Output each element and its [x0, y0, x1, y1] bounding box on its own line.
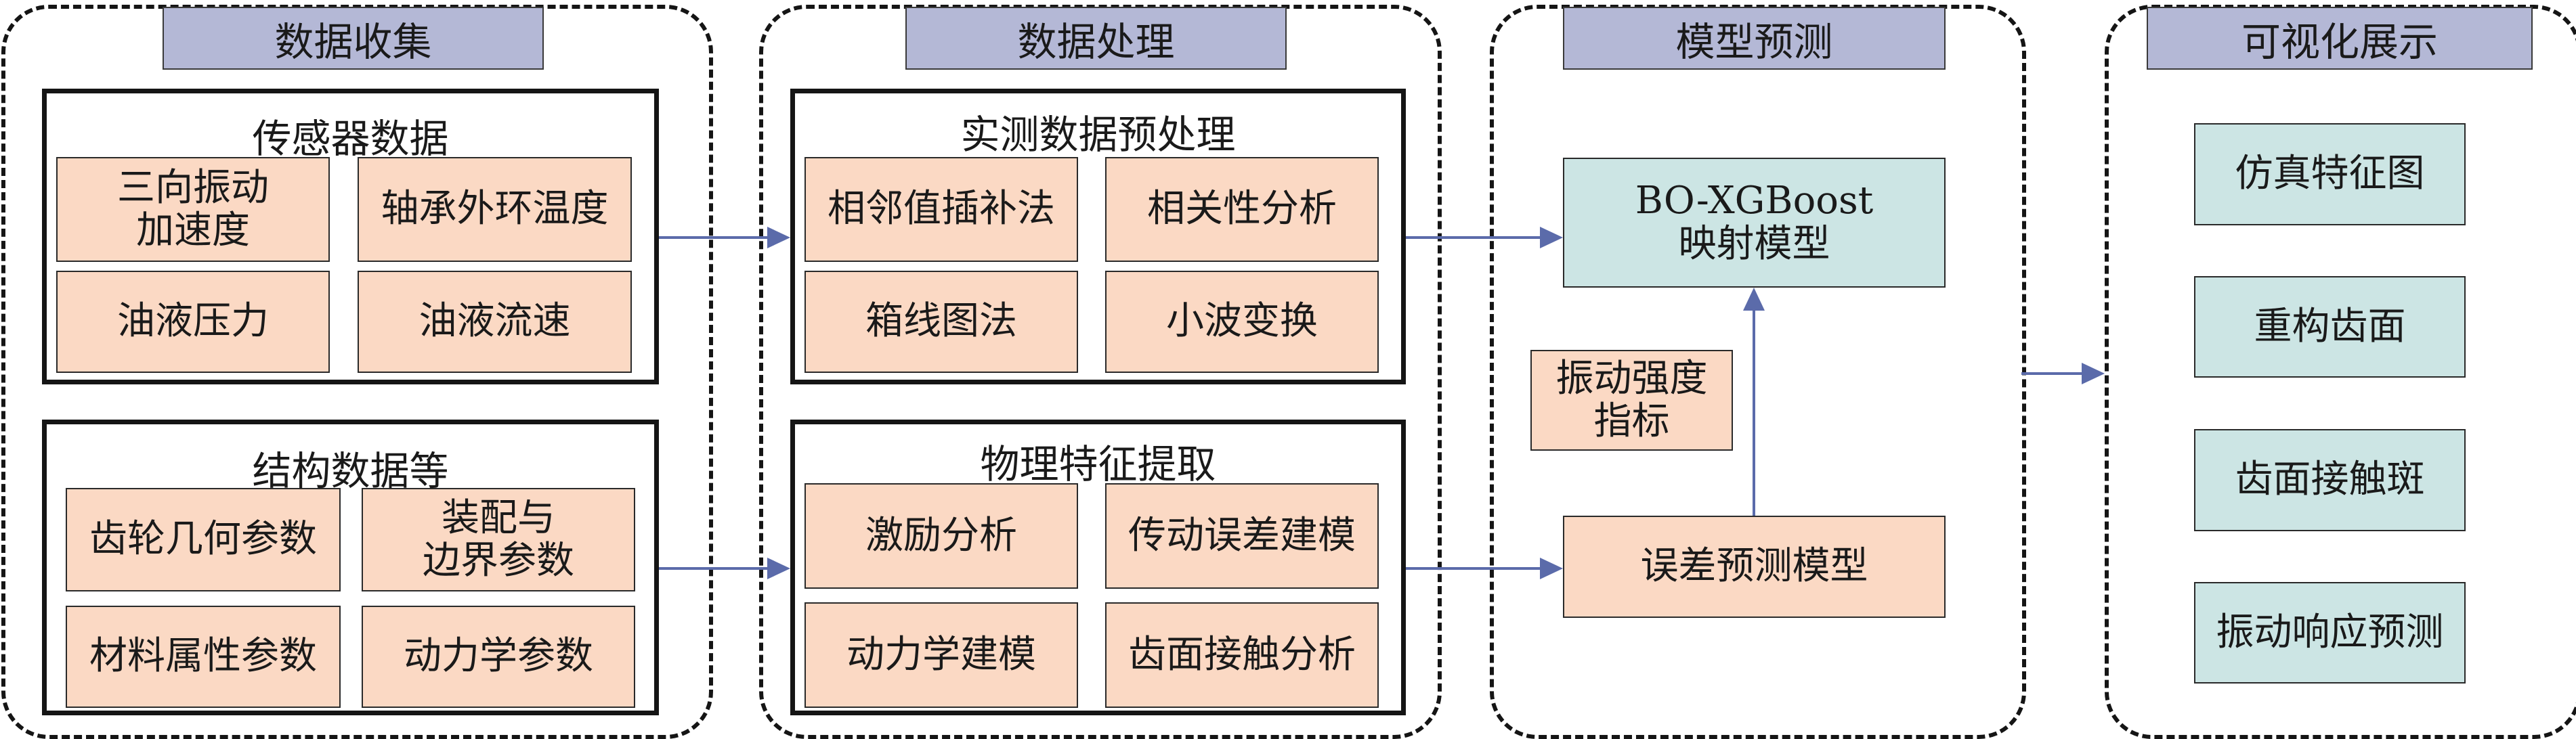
arrow-head-icon	[2082, 363, 2105, 384]
bo-xgboost-mapping-model: BO-XGBoost 映射模型	[1563, 158, 1946, 288]
group-title: 物理特征提取	[980, 441, 1216, 487]
item-bearing-temperature: 轴承外环温度	[358, 157, 632, 262]
item-correlation-analysis: 相关性分析	[1105, 157, 1379, 262]
stage-title-data-collection: 数据收集	[163, 7, 544, 70]
item-material-properties: 材料属性参数	[66, 606, 341, 708]
vibration-intensity-indicator: 振动强度 指标	[1530, 350, 1733, 451]
stage-title-visualization: 可视化展示	[2147, 7, 2533, 70]
item-triaxial-vibration: 三向振动 加速度	[56, 157, 330, 262]
group-title: 结构数据等	[252, 448, 449, 494]
item-tooth-contact-pattern: 齿面接触斑	[2194, 429, 2466, 531]
item-excitation-analysis: 激励分析	[804, 483, 1078, 589]
item-oil-pressure: 油液压力	[56, 271, 330, 373]
stage-title-model-prediction: 模型预测	[1563, 7, 1946, 70]
item-gear-geometry: 齿轮几何参数	[66, 488, 341, 591]
item-dynamics-parameters: 动力学参数	[362, 606, 635, 708]
stage-title-text: 模型预测	[1675, 18, 1833, 65]
stage-title-text: 可视化展示	[2241, 18, 2438, 65]
item-tooth-contact-analysis: 齿面接触分析	[1105, 602, 1379, 708]
group-title: 实测数据预处理	[960, 112, 1236, 158]
stage-title-text: 数据收集	[274, 18, 432, 65]
item-simulation-feature-map: 仿真特征图	[2194, 123, 2466, 225]
error-prediction-model: 误差预测模型	[1563, 516, 1946, 618]
arrow-prediction-to-visualization	[2021, 363, 2105, 384]
item-oil-flow: 油液流速	[358, 271, 632, 373]
stage-title-data-processing: 数据处理	[905, 7, 1287, 70]
item-assembly-boundary: 装配与 边界参数	[362, 488, 635, 591]
group-title: 传感器数据	[252, 116, 449, 162]
item-neighbor-interpolation: 相邻值插补法	[804, 157, 1078, 262]
item-boxplot-method: 箱线图法	[804, 271, 1078, 373]
item-vibration-response-prediction: 振动响应预测	[2194, 582, 2466, 684]
item-transmission-error-modeling: 传动误差建模	[1105, 483, 1379, 589]
stage-title-text: 数据处理	[1017, 18, 1175, 65]
item-dynamics-modeling: 动力学建模	[804, 602, 1078, 708]
item-reconstructed-tooth-surface: 重构齿面	[2194, 276, 2466, 378]
item-wavelet-transform: 小波变换	[1105, 271, 1379, 373]
